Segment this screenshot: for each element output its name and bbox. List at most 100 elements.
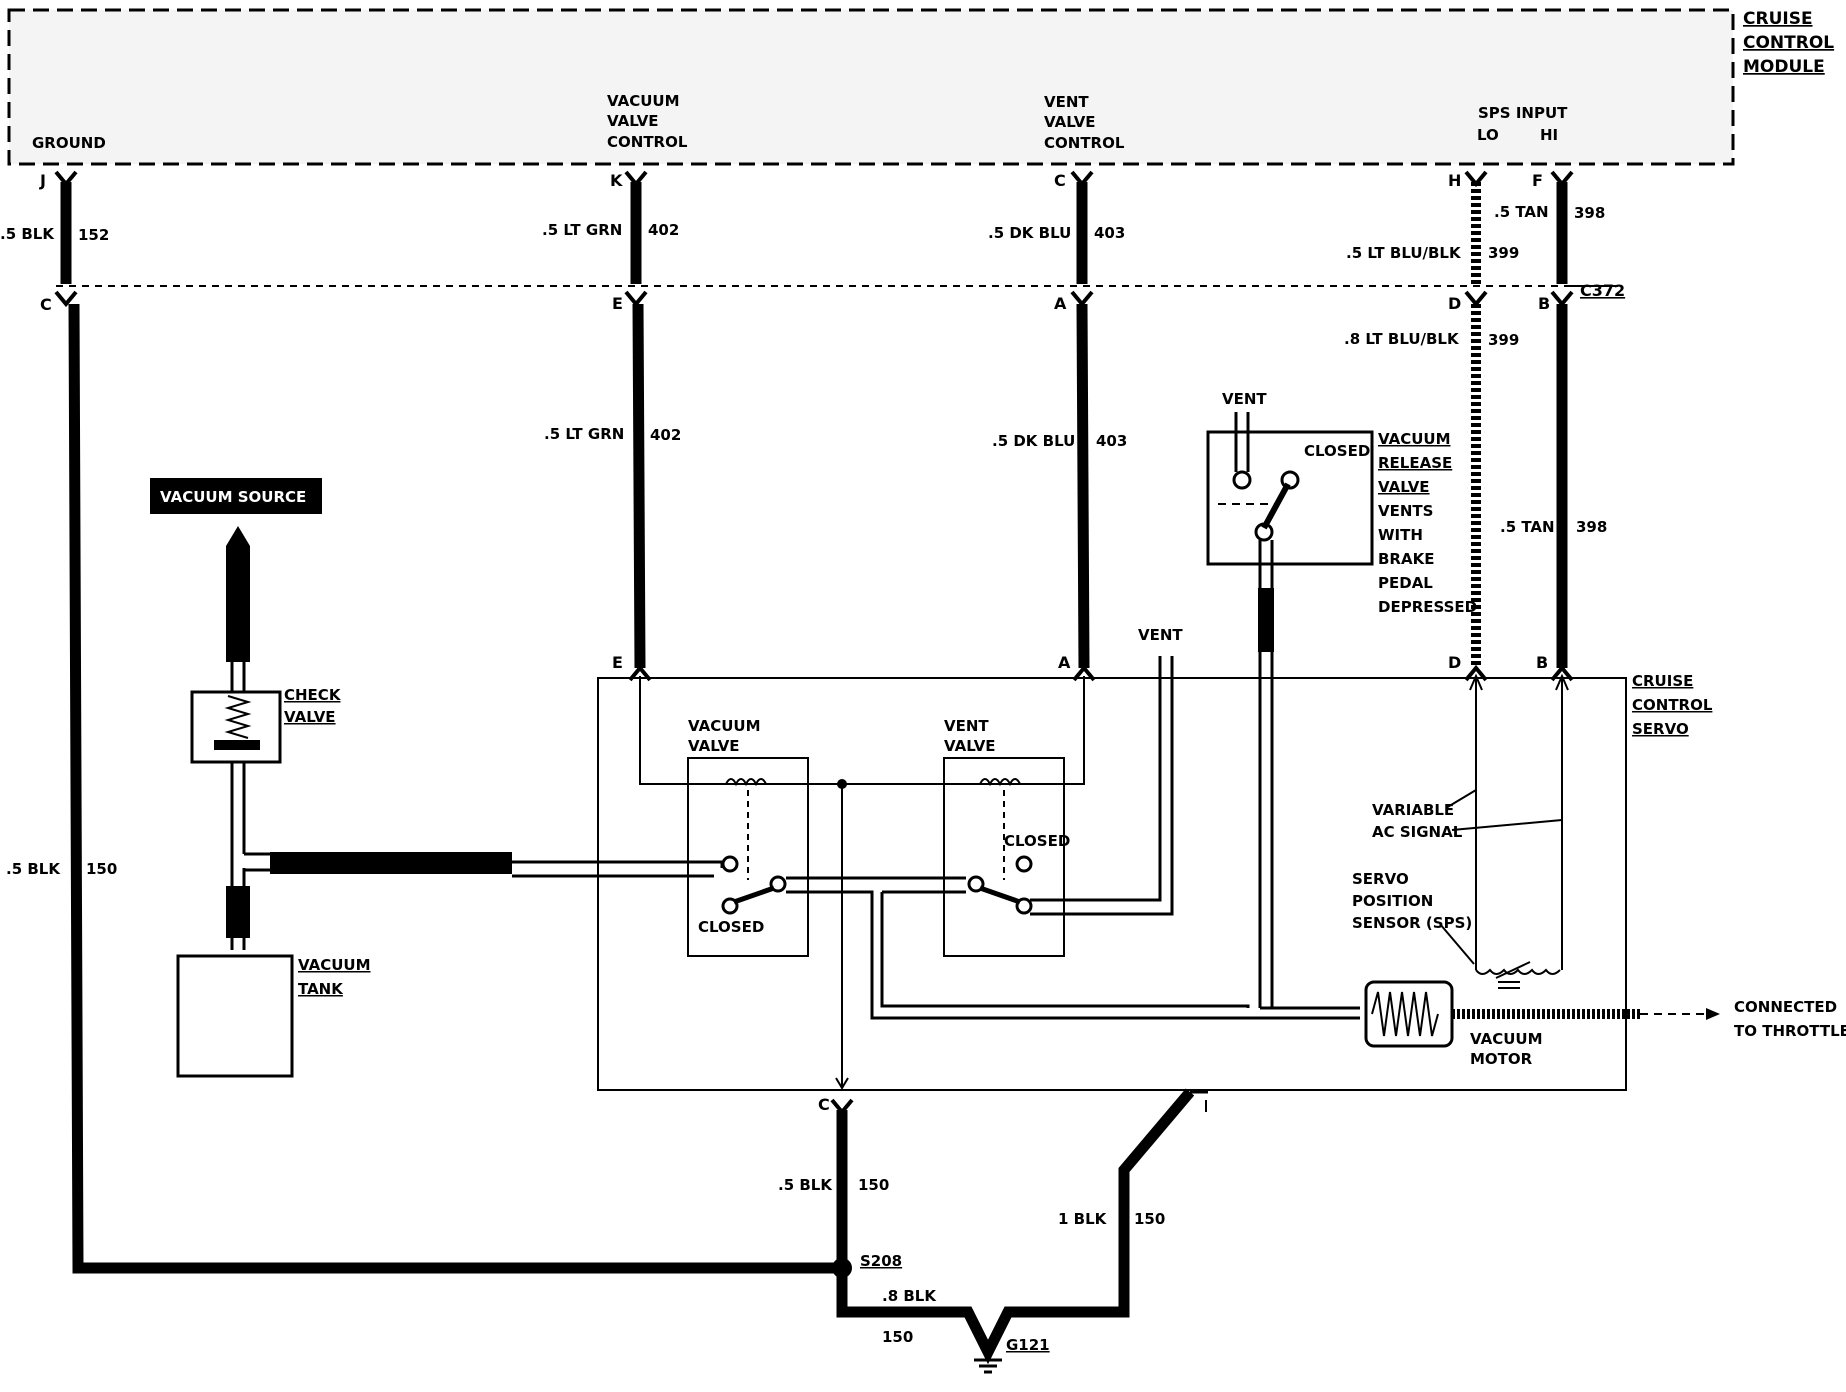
- sps-label-2: POSITION: [1352, 892, 1433, 910]
- sps-hi-label: HI: [1540, 126, 1558, 144]
- release-line-1: VACUUM: [1378, 430, 1451, 448]
- sps-leader: [1439, 923, 1475, 965]
- release-valve-box: [1206, 430, 1374, 566]
- check-valve-spring: [224, 695, 252, 739]
- vent-valve-contact-bottom: [1015, 897, 1033, 915]
- throttle-label-2: TO THROTTLE: [1734, 1022, 1846, 1040]
- sps-label-1: SERVO: [1352, 870, 1409, 888]
- w398a-color: .5 TAN: [1494, 203, 1549, 221]
- servo-wire-d-arrow: [1469, 673, 1483, 691]
- w398b-color: .5 TAN: [1500, 518, 1555, 536]
- cruise-control-servo: CRUISE CONTROL SERVO E A D B C VACUUM VA…: [512, 626, 1846, 1114]
- vacuum-tank-label-1: VACUUM: [298, 956, 371, 974]
- terminal-d-conn: [1464, 290, 1488, 308]
- release-line-7: PEDAL: [1378, 574, 1433, 592]
- vent-valve-contact-top: [1015, 855, 1033, 873]
- vacuum-motor-label-1: VACUUM: [1470, 1030, 1543, 1048]
- w150c-circuit: 150: [1134, 1210, 1165, 1228]
- servo-wire-b-arrow: [1555, 673, 1569, 691]
- servo-wire-e: [639, 676, 688, 785]
- servo-wire-c-arrow: [835, 1077, 849, 1090]
- servo-wire-a: [1064, 676, 1085, 785]
- servo-pin-e: E: [612, 653, 623, 672]
- vent-valve-control-2: VALVE: [1044, 113, 1096, 131]
- splice-s208-label: S208: [860, 1252, 902, 1270]
- w152-circuit: 152: [78, 226, 109, 244]
- release-vent-label: VENT: [1222, 390, 1267, 408]
- terminal-d-servo: [1464, 664, 1488, 682]
- vent-pipe-outer: [1030, 656, 1162, 902]
- w398a-circuit: 398: [1574, 204, 1605, 222]
- terminal-a-conn: [1070, 290, 1094, 308]
- w150d-circuit: 150: [882, 1328, 913, 1346]
- vent-valve-arm: [979, 885, 1021, 905]
- servo-title-2: CONTROL: [1632, 696, 1713, 714]
- servo-box: [597, 677, 1627, 1091]
- servo-pin-a: A: [1058, 653, 1071, 672]
- tank-hose-sleeve: [226, 886, 250, 938]
- sps-label-3: SENSOR (SPS): [1352, 914, 1472, 932]
- w399b-circuit: 399: [1488, 331, 1519, 349]
- wire-150-ground-loop: [836, 1088, 1195, 1365]
- vacuum-valve-label-1: VACUUM: [688, 717, 761, 735]
- servo-pin-c: C: [818, 1095, 830, 1114]
- vacuum-valve-control-3: CONTROL: [607, 133, 688, 151]
- w402b-circuit: 402: [650, 426, 681, 444]
- vent-valve-box: [943, 757, 1065, 957]
- w150a-circuit: 150: [86, 860, 117, 878]
- ground-g121-label: G121: [1006, 1336, 1050, 1354]
- check-valve-label-1: CHECK: [284, 686, 342, 704]
- pin-b-conn: B: [1538, 294, 1550, 313]
- release-contact-right: [1280, 470, 1300, 490]
- terminal-e-conn: [624, 290, 648, 308]
- cruise-control-module: CRUISE CONTROL MODULE GROUND VACUUM VALV…: [7, 8, 1834, 166]
- terminal-chevrons: [54, 170, 1574, 1116]
- check-valve-body: [190, 690, 282, 764]
- w402a-color: .5 LT GRN: [542, 221, 622, 239]
- pin-e-conn: E: [612, 294, 623, 313]
- pin-d-conn: D: [1448, 294, 1461, 313]
- module-box: [7, 8, 1735, 166]
- vent-valve-closed: CLOSED: [1004, 832, 1070, 850]
- vent-valve-coil: [979, 778, 1021, 787]
- release-line-3: VALVE: [1378, 478, 1430, 496]
- release-line-6: BRAKE: [1378, 550, 1434, 568]
- w403b-color: .5 DK BLU: [992, 432, 1075, 450]
- vacuum-valve-contact-top: [721, 855, 739, 873]
- pin-f: F: [1532, 171, 1543, 190]
- servo-title-3: SERVO: [1632, 720, 1689, 738]
- w150b-color: .5 BLK: [778, 1176, 833, 1194]
- terminal-b-conn: [1550, 290, 1574, 308]
- vacuum-valve-closed: CLOSED: [698, 918, 764, 936]
- vent-valve-control-3: CONTROL: [1044, 134, 1125, 152]
- w402b-color: .5 LT GRN: [544, 425, 624, 443]
- w403a-color: .5 DK BLU: [988, 224, 1071, 242]
- vacuum-release-valve: VENT CLOSED VACUUM RELEASE VALVE VENTS W…: [1206, 390, 1477, 1008]
- vacuum-source-hose: [226, 546, 250, 662]
- vacuum-motor-body: [1364, 980, 1454, 1048]
- splice-s208-dot: [832, 1258, 852, 1278]
- throttle-arrow: [1706, 1008, 1720, 1020]
- servo-case-ground: [1190, 1090, 1208, 1112]
- module-title-2: CONTROL: [1743, 33, 1834, 53]
- vacuum-source-arrow: [226, 526, 250, 546]
- ground-g121: [974, 1352, 1002, 1374]
- vacuum-valve-pivot: [769, 875, 787, 893]
- w399a-color: .5 LT BLU/BLK: [1346, 244, 1462, 262]
- valve-link-bottom-motor: [786, 890, 1360, 1020]
- vent-valve-label-2: VALVE: [944, 737, 996, 755]
- w403a-circuit: 403: [1094, 224, 1125, 242]
- vacuum-valve-control-1: VACUUM: [607, 92, 680, 110]
- release-closed-label: CLOSED: [1304, 442, 1370, 460]
- w403b-circuit: 403: [1096, 432, 1127, 450]
- w399b-color: .8 LT BLU/BLK: [1344, 330, 1460, 348]
- valve-link-inner: [880, 892, 1250, 1008]
- w150a-color: .5 BLK: [6, 860, 61, 878]
- variable-ac-2: AC SIGNAL: [1372, 823, 1463, 841]
- release-line-8: DEPRESSED: [1378, 598, 1477, 616]
- vacuum-motor-spring: [1371, 991, 1439, 1037]
- release-hose-sleeve: [1258, 588, 1274, 652]
- vent-valve-control-1: VENT: [1044, 93, 1089, 111]
- w402a-circuit: 402: [648, 221, 679, 239]
- servo-vent-label: VENT: [1138, 626, 1183, 644]
